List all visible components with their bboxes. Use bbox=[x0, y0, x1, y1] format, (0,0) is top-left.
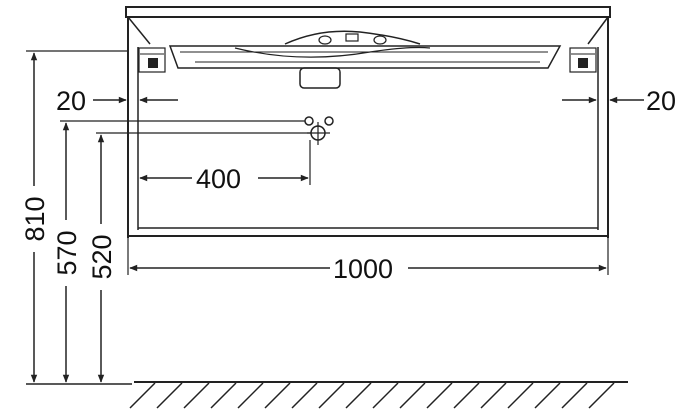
floor-hatch-mark bbox=[345, 382, 372, 409]
floor-hatch-mark bbox=[264, 382, 291, 409]
floor-hatch-mark bbox=[426, 382, 453, 409]
washbasin bbox=[168, 30, 562, 89]
floor-hatch-mark bbox=[372, 382, 399, 409]
dim-side-left-label: 20 bbox=[56, 86, 86, 116]
floor-hatch-mark bbox=[561, 382, 588, 409]
right-bracket bbox=[569, 47, 597, 73]
countertop bbox=[125, 6, 611, 45]
siphon bbox=[299, 67, 341, 89]
dim-side-right-label: 20 bbox=[646, 86, 676, 116]
dim-side-right: 20 bbox=[562, 86, 676, 116]
floor-hatch-mark bbox=[507, 382, 534, 409]
floor-hatch-mark bbox=[156, 382, 183, 409]
dim-outlet-offset-label: 400 bbox=[196, 164, 241, 194]
dim-outlet-offset: 400 bbox=[139, 140, 311, 194]
floor-hatch-mark bbox=[291, 382, 318, 409]
floor-hatch-mark bbox=[210, 382, 237, 409]
floor-hatch-mark bbox=[183, 382, 210, 409]
dim-total-height-label: 810 bbox=[20, 196, 50, 241]
floor-hatch-mark bbox=[534, 382, 561, 409]
floor-line bbox=[129, 381, 628, 409]
left-bracket bbox=[138, 47, 166, 73]
dim-upper-outlet-height-label: 570 bbox=[52, 230, 82, 275]
dim-width: 1000 bbox=[127, 238, 609, 284]
dim-upper-outlet-height: 570 bbox=[52, 122, 82, 383]
floor-hatch-mark bbox=[318, 382, 345, 409]
floor-hatch-mark bbox=[237, 382, 264, 409]
dim-lower-outlet-height-label: 520 bbox=[87, 234, 117, 279]
water-supply-outlets bbox=[304, 116, 334, 126]
floor-hatch-mark bbox=[129, 382, 156, 409]
floor-hatch-mark bbox=[399, 382, 426, 409]
dim-total-height: 810 bbox=[20, 52, 50, 383]
floor-hatch-mark bbox=[480, 382, 507, 409]
cabinet-frame bbox=[127, 17, 609, 238]
dim-width-label: 1000 bbox=[333, 254, 393, 284]
floor-hatch-mark bbox=[453, 382, 480, 409]
dim-lower-outlet-height: 520 bbox=[87, 134, 117, 383]
dim-side-left: 20 bbox=[56, 86, 178, 116]
floor-hatch-mark bbox=[588, 382, 615, 409]
